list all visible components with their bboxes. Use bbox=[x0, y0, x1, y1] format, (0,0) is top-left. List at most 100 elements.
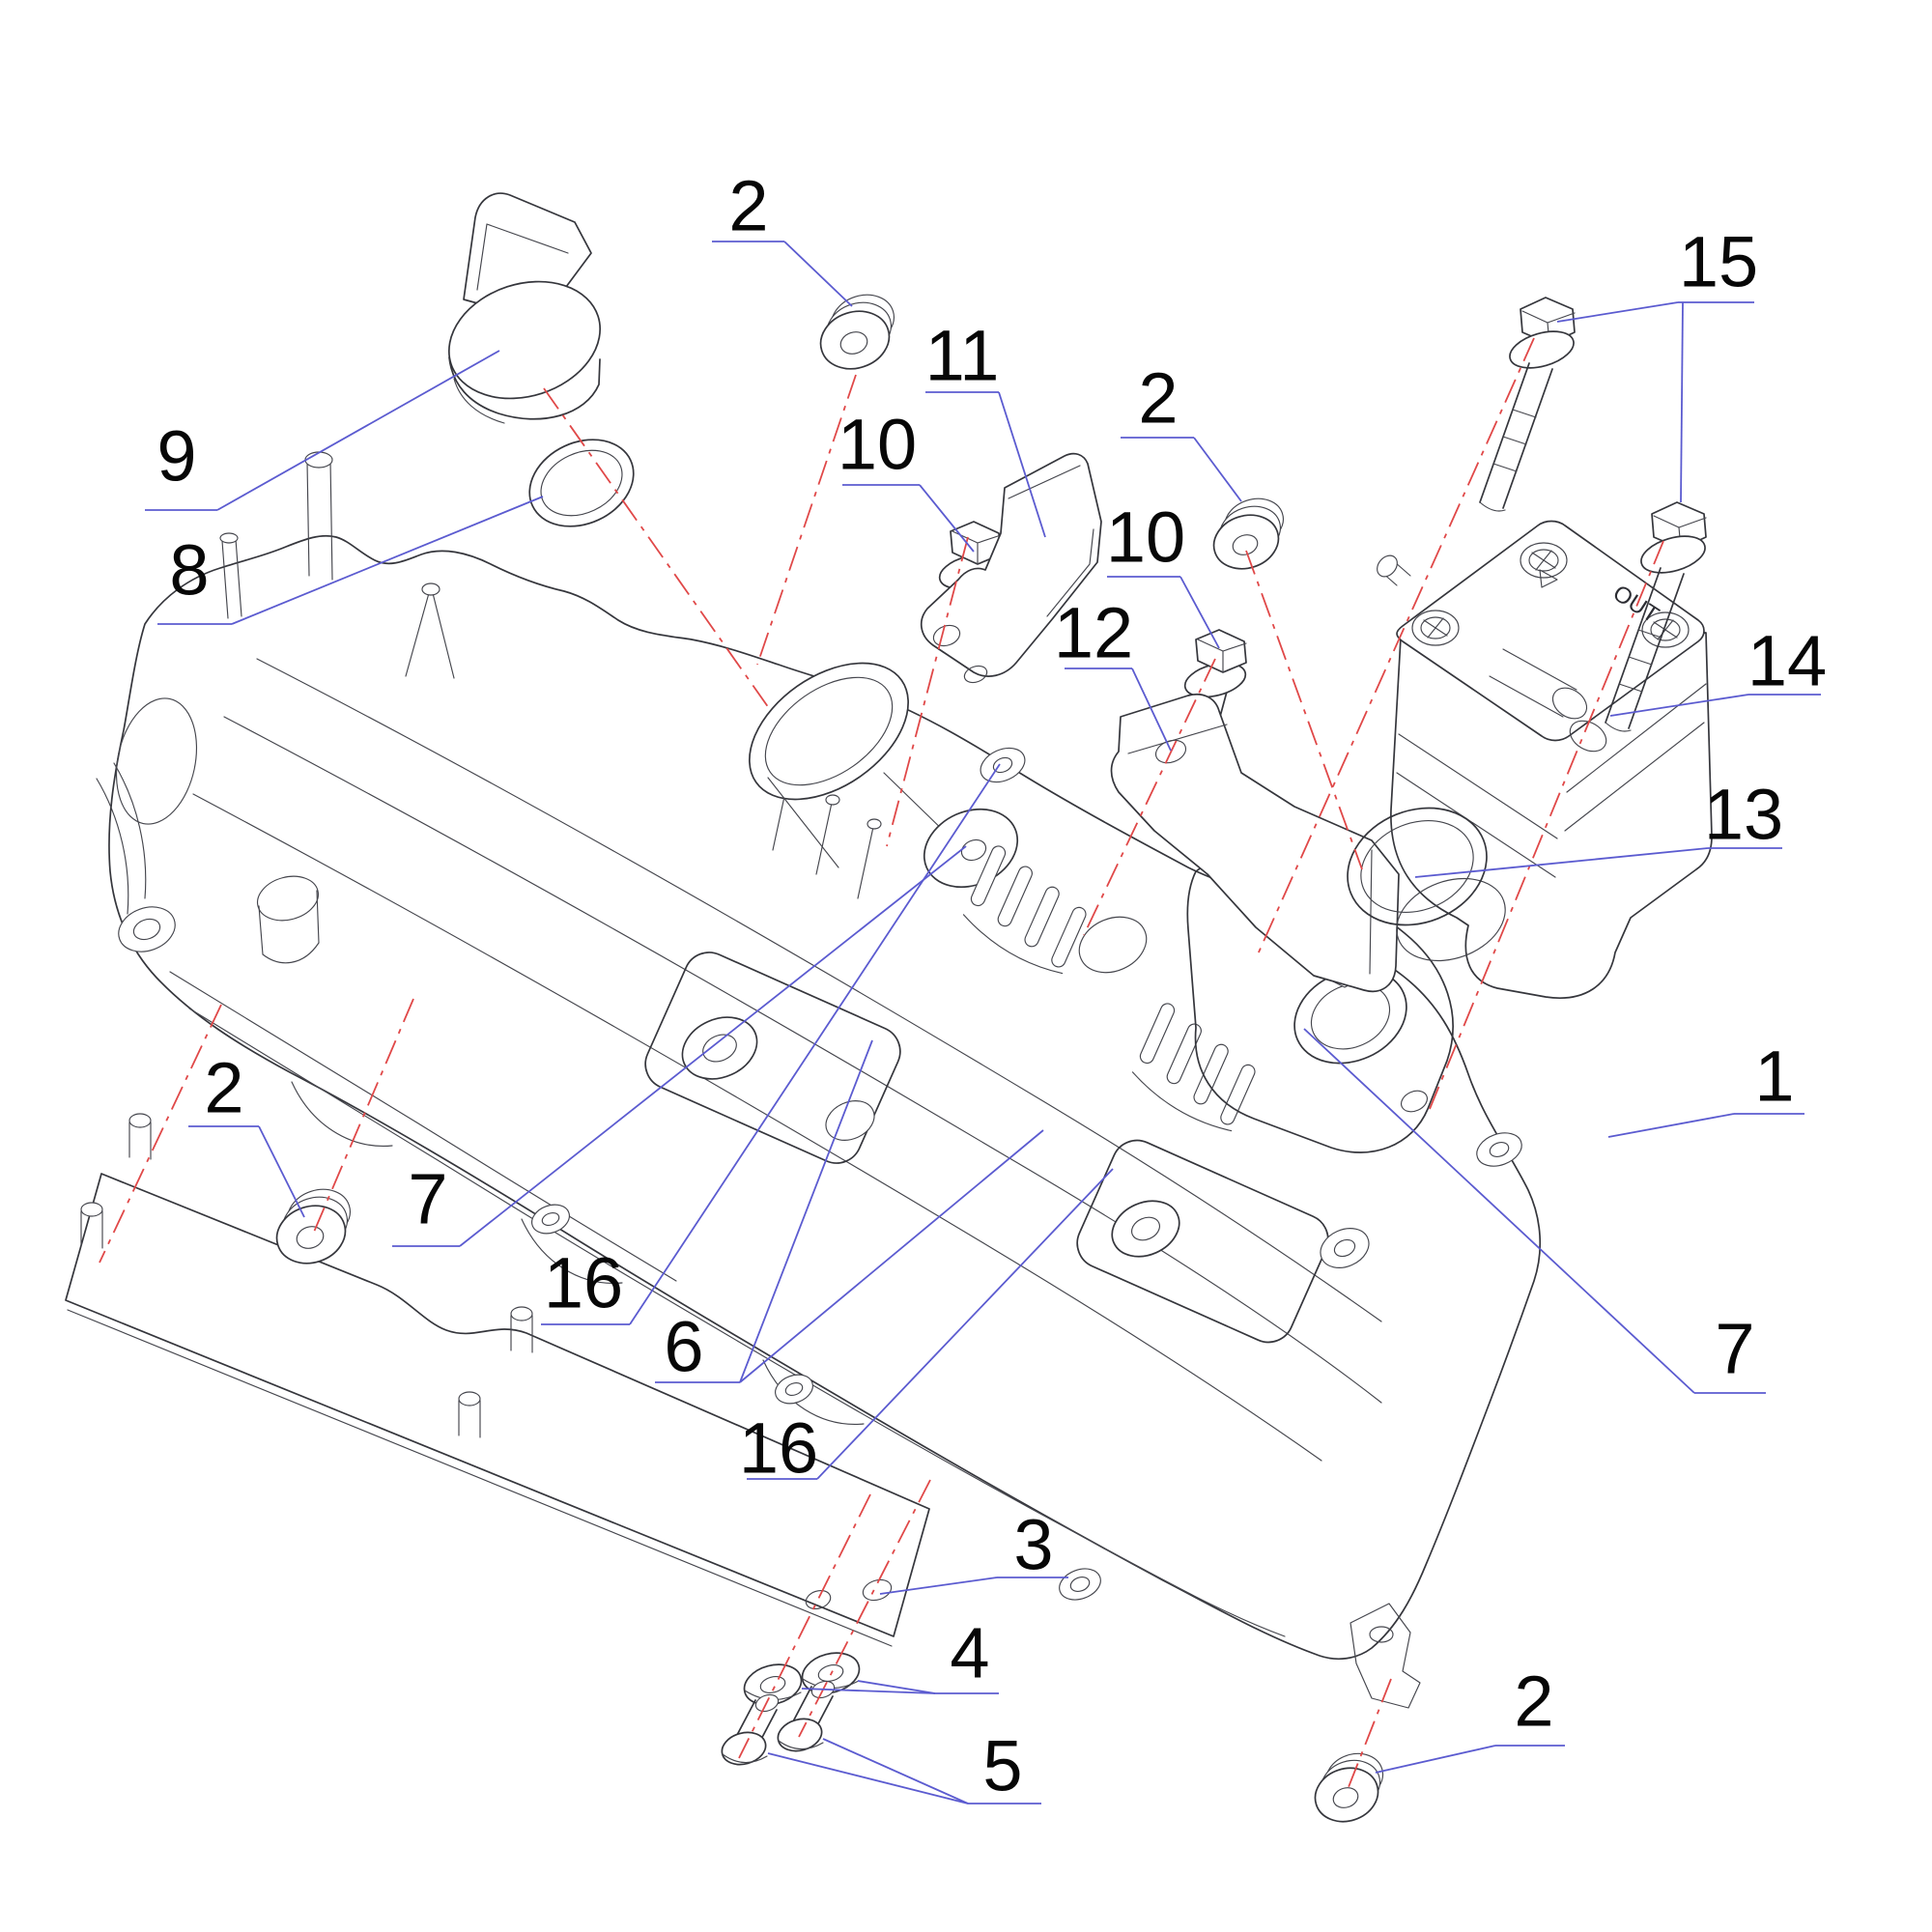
part-washer-4 bbox=[743, 1663, 803, 1706]
callout-number-12: 12 bbox=[1054, 593, 1133, 673]
mount-tab-hole bbox=[784, 1382, 804, 1396]
callout-number-14: 14 bbox=[1747, 621, 1827, 701]
callout-number-1: 1 bbox=[1754, 1037, 1794, 1117]
part-bracket-11 bbox=[920, 452, 1102, 684]
cover-left-end bbox=[115, 697, 198, 825]
mount-tab-boss bbox=[531, 1204, 570, 1235]
baffle-pin bbox=[458, 1391, 481, 1438]
assembly-axis-line bbox=[1245, 550, 1363, 870]
pump-screw bbox=[1520, 542, 1568, 579]
part-grommet bbox=[1314, 1752, 1384, 1823]
cover-rib bbox=[256, 658, 1382, 1322]
side-boss-hole bbox=[1489, 1142, 1510, 1157]
pad-boss bbox=[681, 1016, 758, 1080]
assembly-axis-line bbox=[1348, 1678, 1392, 1788]
callout-number-4: 4 bbox=[950, 1613, 989, 1693]
part-pump-bolt-15 bbox=[1605, 501, 1707, 732]
leader-line bbox=[459, 845, 967, 1247]
callout-number-8: 8 bbox=[169, 530, 209, 611]
cover-rib bbox=[192, 793, 1322, 1462]
callout-number-7: 7 bbox=[408, 1159, 447, 1239]
pin-top bbox=[219, 532, 239, 544]
part-grommet bbox=[1212, 497, 1284, 570]
leader-line bbox=[1607, 1113, 1735, 1138]
callout-15: 15 bbox=[1556, 222, 1758, 503]
cover-scallop bbox=[521, 1218, 623, 1284]
pad-boss bbox=[825, 1100, 875, 1141]
callout-number-7: 7 bbox=[1715, 1309, 1754, 1389]
leader-line bbox=[1375, 1745, 1496, 1774]
leader-line bbox=[816, 1168, 1114, 1480]
part-valve-cover bbox=[96, 451, 1542, 1709]
leader-line bbox=[822, 1738, 969, 1804]
callout-2: 2 bbox=[1375, 1662, 1565, 1774]
assembly-axis-line bbox=[798, 1479, 931, 1738]
side-boss bbox=[1476, 1132, 1522, 1167]
callout-number-5: 5 bbox=[982, 1726, 1022, 1806]
pump-screw bbox=[1411, 610, 1460, 646]
callout-number-6: 6 bbox=[664, 1307, 703, 1387]
leader-line bbox=[1556, 301, 1679, 323]
leader-line bbox=[739, 1039, 873, 1383]
callout-13: 13 bbox=[1414, 775, 1783, 878]
oil-filler-neck bbox=[749, 662, 952, 868]
leader-line bbox=[801, 1688, 936, 1694]
leader-line bbox=[1193, 437, 1242, 502]
callout-number-13: 13 bbox=[1704, 775, 1783, 855]
spring-clip bbox=[405, 592, 455, 679]
callout-5: 5 bbox=[767, 1726, 1041, 1806]
cover-gasket-edge bbox=[169, 971, 677, 1282]
part-o-ring-8 bbox=[528, 439, 635, 527]
callout-10: 10 bbox=[838, 405, 975, 553]
cover-ear-boss bbox=[118, 906, 176, 952]
callout-number-3: 3 bbox=[1013, 1505, 1053, 1585]
pad-boss bbox=[1111, 1200, 1180, 1258]
baffle-pin bbox=[80, 1202, 103, 1249]
leader-line bbox=[1414, 847, 1709, 878]
spring-clip-head bbox=[421, 582, 440, 596]
part-screw-5 bbox=[721, 1693, 780, 1766]
assembly-axis-line bbox=[738, 1493, 871, 1759]
callout-number-2: 2 bbox=[1138, 358, 1178, 439]
pump-outlet bbox=[1551, 687, 1588, 720]
callout-9: 9 bbox=[145, 350, 500, 511]
cover-scallop bbox=[291, 1081, 393, 1147]
stud-top bbox=[304, 451, 333, 469]
callout-number-2: 2 bbox=[728, 166, 768, 246]
leader-line bbox=[783, 241, 853, 307]
leader-line bbox=[919, 484, 975, 553]
mount-tab-hole bbox=[1069, 1577, 1091, 1592]
assembly-axis-line bbox=[99, 1004, 222, 1264]
coil-pad bbox=[644, 952, 901, 1164]
leader-line bbox=[879, 1577, 998, 1595]
callout-number-9: 9 bbox=[156, 416, 196, 497]
mount-tab-hole bbox=[541, 1212, 560, 1226]
pad-boss-hole bbox=[702, 1034, 737, 1063]
part-grommet bbox=[819, 294, 895, 370]
callout-2: 2 bbox=[712, 166, 853, 307]
mount-tab-boss bbox=[775, 1374, 813, 1405]
baffle-pin bbox=[128, 1113, 152, 1160]
pump-port bbox=[1377, 554, 1398, 578]
part-grommet bbox=[275, 1188, 351, 1264]
part-pump-bolt-15 bbox=[1479, 297, 1576, 512]
assembly-axis-line bbox=[886, 536, 969, 847]
leader-line bbox=[857, 1680, 936, 1694]
leader-line bbox=[1179, 576, 1220, 649]
part-baffle-plate bbox=[65, 1113, 930, 1647]
callout-3: 3 bbox=[879, 1505, 1068, 1595]
part-pump-14: OUT bbox=[1377, 520, 1713, 999]
part-bracket-12 bbox=[1110, 693, 1400, 993]
callout-10: 10 bbox=[1106, 497, 1220, 649]
leader-line bbox=[629, 763, 1001, 1325]
leader-line bbox=[1609, 694, 1749, 717]
callout-1: 1 bbox=[1607, 1037, 1804, 1138]
pin bbox=[221, 540, 229, 619]
pcv-nipple bbox=[256, 875, 320, 964]
leader-line bbox=[231, 496, 544, 625]
callout-number-15: 15 bbox=[1679, 222, 1758, 302]
vent-cap-boss bbox=[980, 747, 1026, 783]
assembly-axis-line bbox=[311, 998, 414, 1237]
